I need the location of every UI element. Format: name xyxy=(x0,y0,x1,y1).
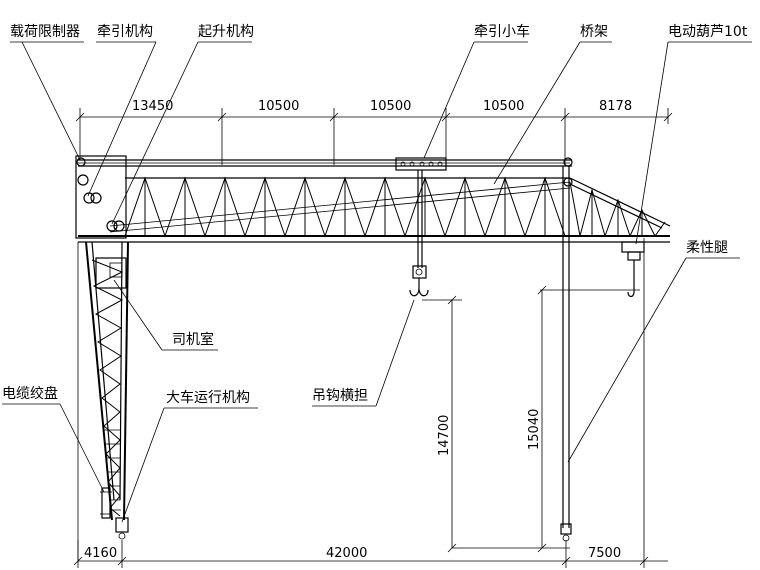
label-bridge: 桥架 xyxy=(580,24,608,40)
label-electric-hoist: 电动葫芦10t xyxy=(668,24,748,40)
dim-top-5: 8178 xyxy=(599,99,632,114)
leader-lines xyxy=(2,41,752,523)
top-dimension-line xyxy=(75,108,673,165)
traction-trolley xyxy=(395,157,447,171)
label-operator-cab: 司机室 xyxy=(172,331,214,348)
bottom-dimension-line xyxy=(73,238,668,568)
bridge-girder xyxy=(75,155,671,243)
dim-top-4: 10500 xyxy=(483,99,524,114)
label-traction-mechanism: 牵引机构 xyxy=(97,24,153,40)
dim-bottom-span: 42000 xyxy=(326,546,367,561)
dim-top-2: 10500 xyxy=(258,99,299,114)
electric-hoist xyxy=(621,241,645,298)
lift-height-dims xyxy=(422,285,640,553)
label-hoisting-mechanism: 起升机构 xyxy=(198,24,254,40)
dim-bottom-left: 4160 xyxy=(84,546,117,561)
label-cable-reel: 电缆绞盘 xyxy=(2,385,58,402)
dim-top-1: 13450 xyxy=(132,99,173,114)
dim-lift-hook: 14700 xyxy=(437,415,452,456)
dim-bottom-right: 7500 xyxy=(588,546,621,561)
cantilever-truss xyxy=(569,181,666,238)
flexible-leg xyxy=(560,166,572,542)
bridge-truss xyxy=(124,176,566,238)
label-flexible-leg: 柔性腿 xyxy=(686,240,728,256)
label-traction-trolley: 牵引小车 xyxy=(474,23,530,40)
label-hook-beam: 吊钩横担 xyxy=(312,388,368,404)
hook-assembly xyxy=(409,170,429,297)
label-load-limiter: 载荷限制器 xyxy=(10,24,80,40)
label-crane-travel-mechanism: 大车运行机构 xyxy=(166,389,250,406)
dim-top-3: 10500 xyxy=(370,99,411,114)
left-winch-sheaves xyxy=(76,157,573,232)
dim-lift-hoist: 15040 xyxy=(527,409,542,450)
rigid-leg xyxy=(77,241,129,560)
